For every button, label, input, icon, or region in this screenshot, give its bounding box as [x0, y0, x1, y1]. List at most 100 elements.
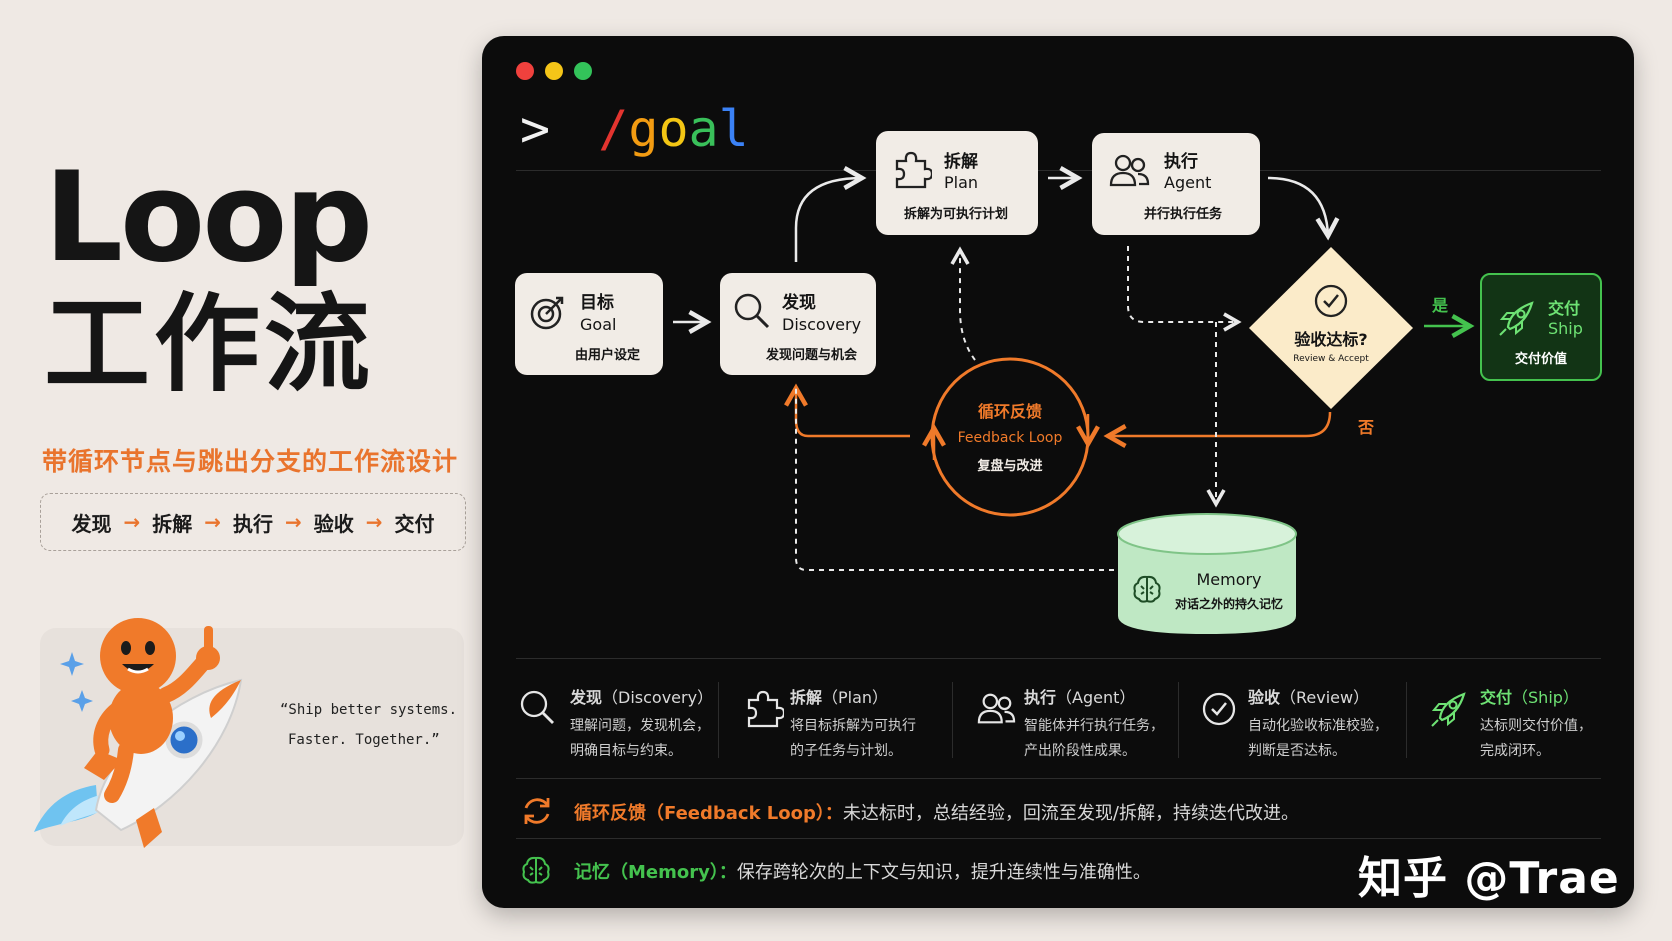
- legend-separator: [1406, 682, 1407, 758]
- legend-plan-line-2: 的子任务与计划。: [790, 743, 902, 759]
- command-prompt: > /goal: [520, 100, 749, 158]
- flow-arrow: →: [123, 510, 141, 534]
- memory-cylinder: [1118, 534, 1296, 634]
- legend-agent-zh: 执行: [1024, 688, 1057, 707]
- footer-memory-label: 记忆（Memory）：: [574, 862, 737, 883]
- legend-separator: [718, 682, 719, 758]
- arrow-feedback-plan: [950, 246, 976, 361]
- legend-plan-zh: 拆解: [790, 688, 823, 707]
- arrow-agent-review: [1267, 176, 1340, 241]
- arrow-discovery-plan: [794, 166, 867, 262]
- check-circle-icon: [1314, 284, 1348, 318]
- legend-agent-line-2: 产出阶段性成果。: [1024, 743, 1136, 759]
- footer-memory: 记忆（Memory）：保存跨轮次的上下文与知识，提升连续性与准确性。: [574, 858, 1151, 884]
- footer-feedback-label: 循环反馈（Feedback Loop）：: [574, 803, 843, 824]
- legend-plan-line-1: 将目标拆解为可执行: [790, 718, 916, 734]
- legend-separator: [1178, 682, 1179, 758]
- search-icon: [734, 293, 770, 329]
- arrow-review-feedback: [1103, 411, 1332, 448]
- flow-arrow: →: [365, 510, 383, 534]
- footer-divider: [516, 838, 1601, 839]
- legend-discovery-en: （Discovery）: [602, 688, 714, 707]
- legend-ship-line-1: 达标则交付价值，: [1480, 718, 1592, 734]
- puzzle-icon: [747, 690, 784, 728]
- flow-step-ship: 交付: [394, 511, 435, 536]
- legend-discovery: 发现（Discovery） 理解问题，发现机会， 明确目标与约束。: [570, 684, 713, 764]
- footer-feedback: 循环反馈（Feedback Loop）：未达标时，总结经验，回流至发现/拆解，持…: [574, 799, 1299, 825]
- quote: “Ship better systems. Faster. Together.”: [280, 695, 470, 755]
- brain-icon: [1133, 575, 1161, 603]
- legend-discovery-line-1: 理解问题，发现机会，: [570, 718, 710, 734]
- quote-line-2: Faster. Together.”: [288, 732, 440, 748]
- puzzle-icon: [895, 151, 932, 189]
- legend-review-en: （Review）: [1280, 688, 1370, 707]
- arrow-feedback-discovery: [784, 383, 910, 438]
- flow-step-plan: 拆解: [152, 511, 193, 536]
- legend-bottom-divider: [516, 778, 1601, 779]
- quote-line-1: “Ship better systems.: [280, 702, 458, 718]
- node-goal[interactable]: 目标 Goal 由用户设定: [515, 273, 663, 375]
- legend-ship: 交付（Ship） 达标则交付价值， 完成闭环。: [1480, 684, 1592, 764]
- review-zh: 验收达标?: [1294, 330, 1368, 349]
- goal-command-char: o: [658, 100, 689, 158]
- terminal-window: [482, 36, 1634, 908]
- feedback-desc: 复盘与改进: [977, 459, 1043, 474]
- node-ship[interactable]: 交付 Ship 交付价值: [1480, 273, 1602, 381]
- footer-feedback-text: 未达标时，总结经验，回流至发现/拆解，持续迭代改进。: [842, 803, 1299, 824]
- agent-zh: 执行: [1164, 152, 1198, 172]
- plan-en: Plan: [944, 173, 979, 192]
- watermark: 知乎 @Trae: [1358, 853, 1620, 904]
- legend-discovery-line-2: 明确目标与约束。: [570, 743, 682, 759]
- footer-memory-text: 保存跨轮次的上下文与知识，提升连续性与准确性。: [736, 862, 1151, 883]
- header-divider: [516, 170, 1601, 171]
- users-icon: [1109, 154, 1150, 187]
- legend-plan-en: （Plan）: [822, 688, 889, 707]
- subtitle: 带循环节点与跳出分支的工作流设计: [42, 447, 459, 476]
- agent-desc: 并行执行任务: [1144, 207, 1223, 222]
- window-minimize-dot[interactable]: [545, 62, 563, 80]
- brain-icon: [522, 856, 550, 884]
- memory-desc: 对话之外的持久记忆: [1174, 597, 1283, 611]
- agent-en: Agent: [1164, 173, 1212, 192]
- yes-label: 是: [1432, 296, 1449, 315]
- review-en: Review & Accept: [1293, 354, 1369, 364]
- discovery-desc: 发现问题与机会: [766, 348, 858, 363]
- feedback-zh: 循环反馈: [977, 402, 1042, 421]
- legend-separator: [952, 682, 953, 758]
- discovery-en: Discovery: [782, 315, 862, 334]
- review-diamond: [1249, 247, 1413, 409]
- window-maximize-dot[interactable]: [574, 62, 592, 80]
- window-close-dot[interactable]: [516, 62, 534, 80]
- node-review[interactable]: 验收达标? Review & Accept: [1270, 326, 1392, 364]
- goal-command-char: /: [598, 100, 629, 158]
- plan-desc: 拆解为可执行计划: [904, 207, 1009, 222]
- users-icon: [977, 693, 1016, 724]
- goal-desc: 由用户设定: [575, 348, 641, 363]
- legend-review-zh: 验收: [1248, 688, 1281, 707]
- node-discovery[interactable]: 发现 Discovery 发现问题与机会: [720, 273, 876, 375]
- goal-command: /goal: [598, 100, 749, 158]
- legend-top-divider: [516, 658, 1601, 659]
- goal-command-char: g: [628, 100, 659, 158]
- check-circle-icon: [1202, 692, 1236, 726]
- node-memory[interactable]: Memory 对话之外的持久记忆: [1166, 570, 1292, 612]
- node-plan[interactable]: 拆解 Plan 拆解为可执行计划: [876, 131, 1038, 235]
- refresh-icon: [524, 798, 550, 824]
- goal-en: Goal: [580, 315, 617, 334]
- ship-en: Ship: [1548, 319, 1583, 338]
- legend-discovery-zh: 发现: [570, 688, 603, 707]
- ship-zh: 交付: [1548, 299, 1581, 318]
- prompt-symbol: >: [520, 100, 551, 158]
- rocket-icon: [1499, 301, 1534, 336]
- flow-summary: 发现 → 拆解 → 执行 → 验收 → 交付: [40, 493, 466, 551]
- plan-zh: 拆解: [944, 152, 978, 172]
- node-agent[interactable]: 执行 Agent 并行执行任务: [1092, 133, 1260, 235]
- mascot-rocket-illustration: [34, 618, 243, 848]
- node-feedback[interactable]: 循环反馈 Feedback Loop 复盘与改进: [940, 398, 1080, 474]
- legend-plan: 拆解（Plan） 将目标拆解为可执行 的子任务与计划。: [790, 684, 916, 764]
- goal-command-char: a: [688, 100, 719, 158]
- flow-step-execute: 执行: [233, 511, 273, 536]
- ship-desc: 交付价值: [1515, 352, 1568, 367]
- legend-ship-zh: 交付: [1480, 688, 1513, 707]
- feedback-en: Feedback Loop: [957, 430, 1063, 446]
